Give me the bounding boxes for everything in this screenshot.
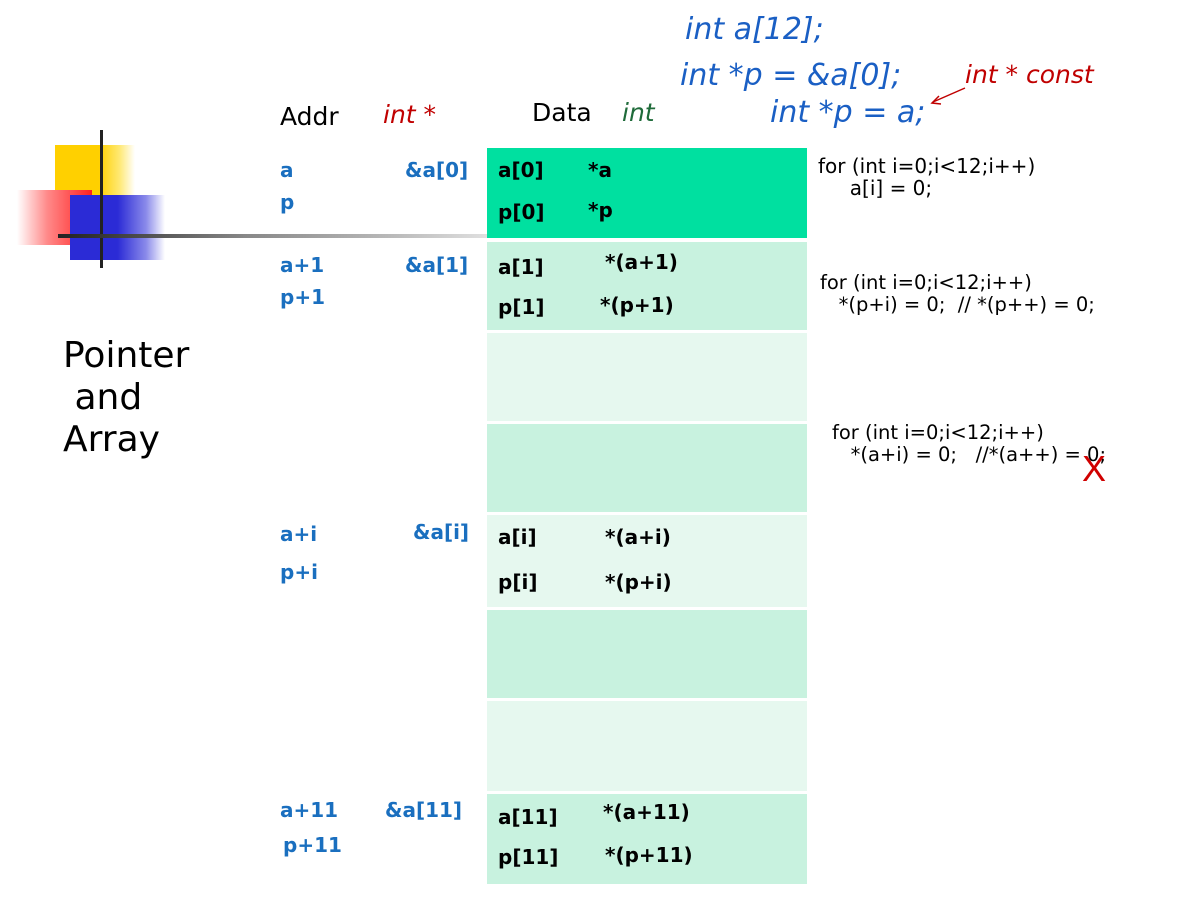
memory-cell-1 (487, 242, 807, 330)
divider-line (58, 234, 808, 238)
code-snippet-array-name: for (int i=0;i<12;i++) *(a+i) = 0; //*(a… (832, 421, 1107, 466)
memory-cell-empty (487, 701, 807, 791)
deref-label: *(p+i) (605, 570, 672, 594)
addr-label: p+1 (280, 285, 325, 309)
memory-cell-empty (487, 424, 807, 512)
data-type: int (622, 98, 655, 127)
declaration-pointer-array: int *p = a; (770, 95, 926, 130)
memory-cell-empty (487, 333, 807, 421)
element-label: a[1] (498, 255, 544, 279)
memory-cell-i (487, 515, 807, 607)
data-header: Data (532, 98, 592, 127)
const-arrow (930, 87, 966, 105)
logo-vertical-line (100, 130, 103, 268)
addr-header: Addr (280, 102, 339, 131)
addr-label: a (280, 158, 294, 182)
deref-label: *(a+11) (603, 800, 690, 824)
memory-cell-empty (487, 610, 807, 698)
address-of-label: &a[i] (413, 520, 470, 544)
code-snippet-index: for (int i=0;i<12;i++) a[i] = 0; (818, 154, 1036, 200)
addr-label: a+11 (280, 798, 339, 822)
deref-label: *(a+1) (605, 250, 678, 274)
deref-label: *(p+11) (605, 843, 693, 867)
declaration-pointer-addr: int *p = &a[0]; (680, 58, 902, 93)
deref-label: *(p+1) (600, 293, 674, 317)
memory-cell-11 (487, 794, 807, 884)
side-title: Pointer and Array (63, 335, 190, 460)
address-of-label: &a[1] (405, 253, 469, 277)
deref-label: *p (588, 198, 613, 222)
element-label: a[i] (498, 525, 537, 549)
addr-label: a+1 (280, 253, 325, 277)
address-of-label: &a[0] (405, 158, 469, 182)
deref-label: *a (588, 158, 612, 182)
element-label: p[0] (498, 200, 545, 224)
invalid-x-mark: X (1082, 448, 1107, 489)
addr-label: p+i (280, 560, 318, 584)
addr-label: a+i (280, 522, 318, 546)
deref-label: *(a+i) (605, 525, 671, 549)
element-label: p[i] (498, 570, 538, 594)
addr-label: p+11 (283, 833, 342, 857)
code-snippet-pointer: for (int i=0;i<12;i++) *(p+i) = 0; // *(… (820, 271, 1095, 316)
element-label: a[0] (498, 158, 544, 182)
logo-blue-square (70, 195, 165, 260)
element-label: a[11] (498, 805, 558, 829)
element-label: p[11] (498, 845, 559, 869)
declaration-array: int a[12]; (685, 12, 824, 47)
memory-cell-0 (487, 148, 807, 238)
address-of-label: &a[11] (385, 798, 463, 822)
addr-label: p (280, 190, 295, 214)
element-label: p[1] (498, 295, 545, 319)
addr-type: int * (383, 100, 437, 129)
const-note: int * const (965, 60, 1094, 89)
